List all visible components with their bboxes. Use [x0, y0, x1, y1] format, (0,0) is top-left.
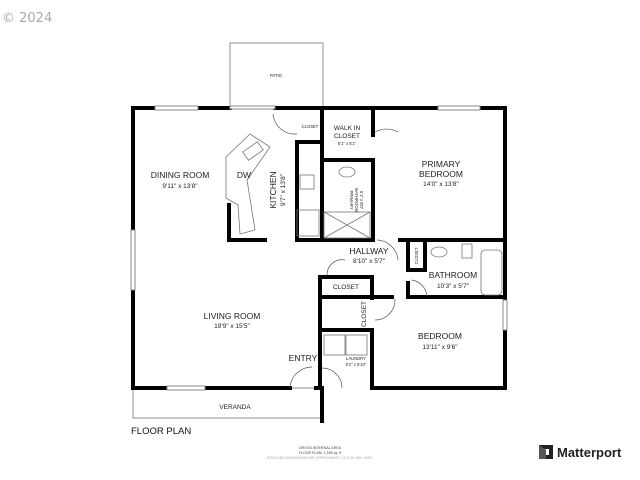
gross-area-value: FLOOR PLAN: 1,165 sq. ft [299, 451, 342, 455]
gross-area-heading: GROSS INTERNAL AREA [299, 446, 342, 450]
primary-bedroom-size: 14'0" x 13'8" [423, 181, 459, 188]
walk-in-closet-size: 5'1" x 5'1" [338, 141, 357, 146]
fixtures [225, 133, 503, 356]
entry-label: ENTRY [289, 353, 318, 363]
walk-in-closet-label-1: WALK IN [334, 125, 361, 132]
vertical-closet-label: CLOSET [361, 301, 368, 327]
veranda-label: VERANDA [219, 404, 251, 411]
dining-room-size: 9'11" x 13'8" [162, 183, 198, 190]
kitchen-size: 9'7" x 13'8" [280, 173, 287, 206]
laundry-size: 5'2" x 5'10" [346, 362, 367, 367]
patio-label: PATIO [270, 73, 283, 78]
kitchen-closet-label: CLOSET [302, 124, 319, 129]
small-closet-label: CLOSET [414, 247, 419, 264]
walk-in-closet-label-2: CLOSET [334, 133, 360, 140]
primary-bathroom-label-2: BATHROOM [354, 188, 359, 212]
primary-bathroom-label-1: PRIMARY [349, 190, 354, 209]
bedroom-label: BEDROOM [418, 331, 462, 341]
floor-plan-title: FLOOR PLAN [131, 426, 191, 437]
doors [272, 113, 428, 389]
veranda-area [132, 387, 323, 419]
laundry-label: LAUNDRY [346, 356, 366, 361]
matterport-brand: Matterport [557, 445, 622, 460]
living-room-label: LIVING ROOM [204, 311, 261, 321]
exterior-walls [131, 106, 507, 390]
matterport-logo-icon [539, 445, 553, 459]
primary-bedroom-label-1: PRIMARY [422, 159, 461, 169]
dw-label: DW [237, 170, 251, 180]
bedroom-size: 13'11" x 9'6" [422, 344, 458, 351]
dining-room-label: DINING ROOM [151, 170, 210, 180]
bathroom-label: BATHROOM [429, 270, 477, 280]
primary-bathroom-size: 5'1" x 8'0" [359, 191, 364, 210]
bathroom-size: 10'3" x 5'7" [437, 283, 470, 290]
hallway-size: 8'10" x 5'7" [353, 258, 386, 265]
hall-closet-label: CLOSET [333, 284, 359, 291]
disclaimer: SIZES AND DIMENSIONS ARE APPROXIMATE, AC… [267, 456, 373, 460]
living-room-size: 19'9" x 15'5" [214, 323, 250, 330]
kitchen-label: KITCHEN [268, 171, 278, 208]
primary-bedroom-label-2: BEDROOM [419, 169, 463, 179]
copyright-text: © 2024 [2, 11, 52, 26]
hallway-label: HALLWAY [349, 246, 388, 256]
windows [130, 105, 508, 391]
